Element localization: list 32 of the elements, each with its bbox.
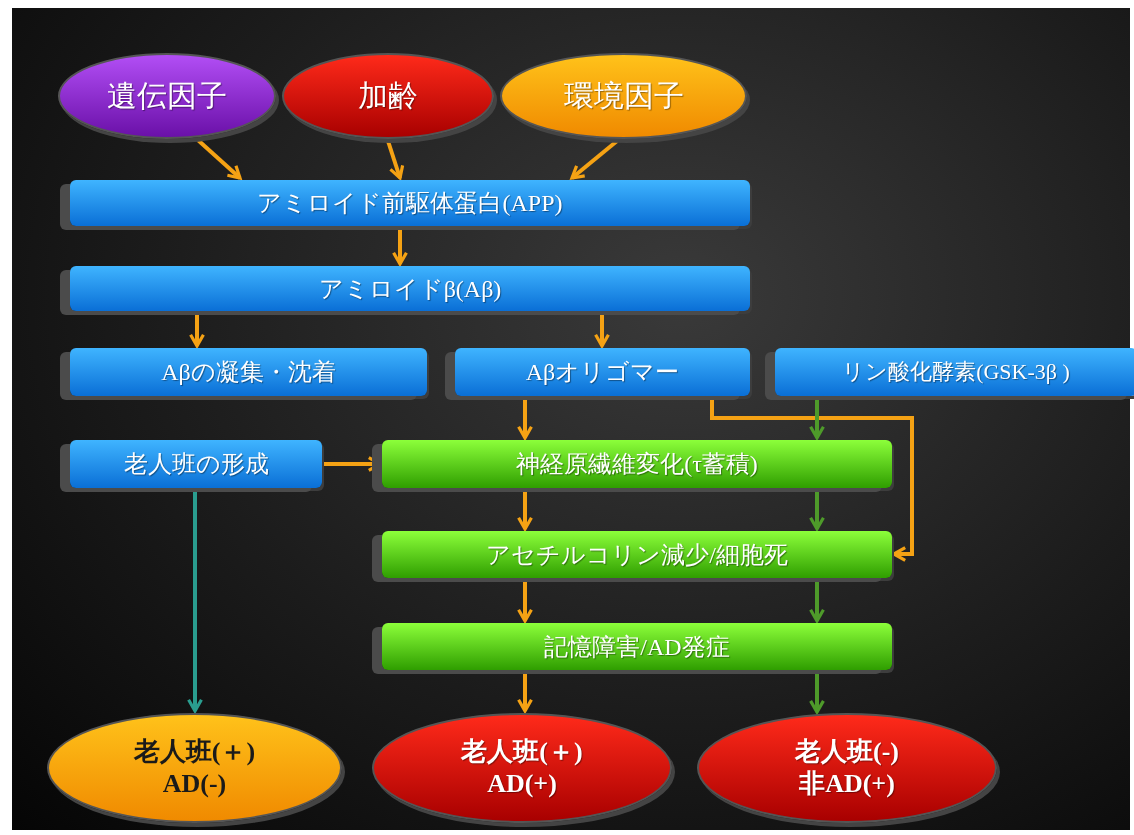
arrow bbox=[189, 313, 205, 348]
node-label: 記憶障害/AD発症 bbox=[544, 632, 730, 662]
node-label: 老人班(-) bbox=[795, 735, 899, 768]
arrow bbox=[392, 228, 408, 266]
node-label: Aβの凝集・沈着 bbox=[161, 358, 336, 387]
node-label: 老人班の形成 bbox=[123, 450, 269, 479]
arrow bbox=[517, 672, 533, 713]
node-label: アセチルコリン減少/細胞死 bbox=[486, 540, 788, 570]
node-label: 非AD(+) bbox=[799, 768, 895, 800]
node-label: Aβオリゴマー bbox=[525, 358, 680, 387]
arrow bbox=[517, 580, 533, 623]
node-label: アミロイド前駆体蛋白(APP) bbox=[257, 189, 563, 218]
arrow bbox=[517, 490, 533, 531]
arrow bbox=[809, 398, 825, 440]
node-label: 老人班(＋) bbox=[461, 735, 583, 768]
node-label: 老人班(＋) bbox=[133, 735, 256, 768]
node-label: 神経原繊維変化(τ蓄積) bbox=[516, 450, 758, 479]
node-label: AD(+) bbox=[487, 768, 557, 800]
arrow bbox=[594, 313, 610, 348]
node-label: 遺伝因子 bbox=[107, 78, 227, 115]
node-label: アミロイドβ(Aβ) bbox=[318, 274, 502, 304]
node-label: AD(-) bbox=[162, 768, 227, 800]
arrow bbox=[809, 490, 825, 531]
arrow bbox=[386, 140, 405, 180]
arrow bbox=[517, 398, 533, 440]
arrow bbox=[710, 398, 914, 562]
arrow bbox=[809, 580, 825, 623]
node-label: リン酸化酵素(GSK-3β ) bbox=[842, 358, 1070, 386]
arrow bbox=[809, 672, 825, 714]
arrow bbox=[187, 490, 203, 713]
node-label: 加齢 bbox=[358, 78, 418, 115]
node-label: 環境因子 bbox=[563, 78, 684, 115]
